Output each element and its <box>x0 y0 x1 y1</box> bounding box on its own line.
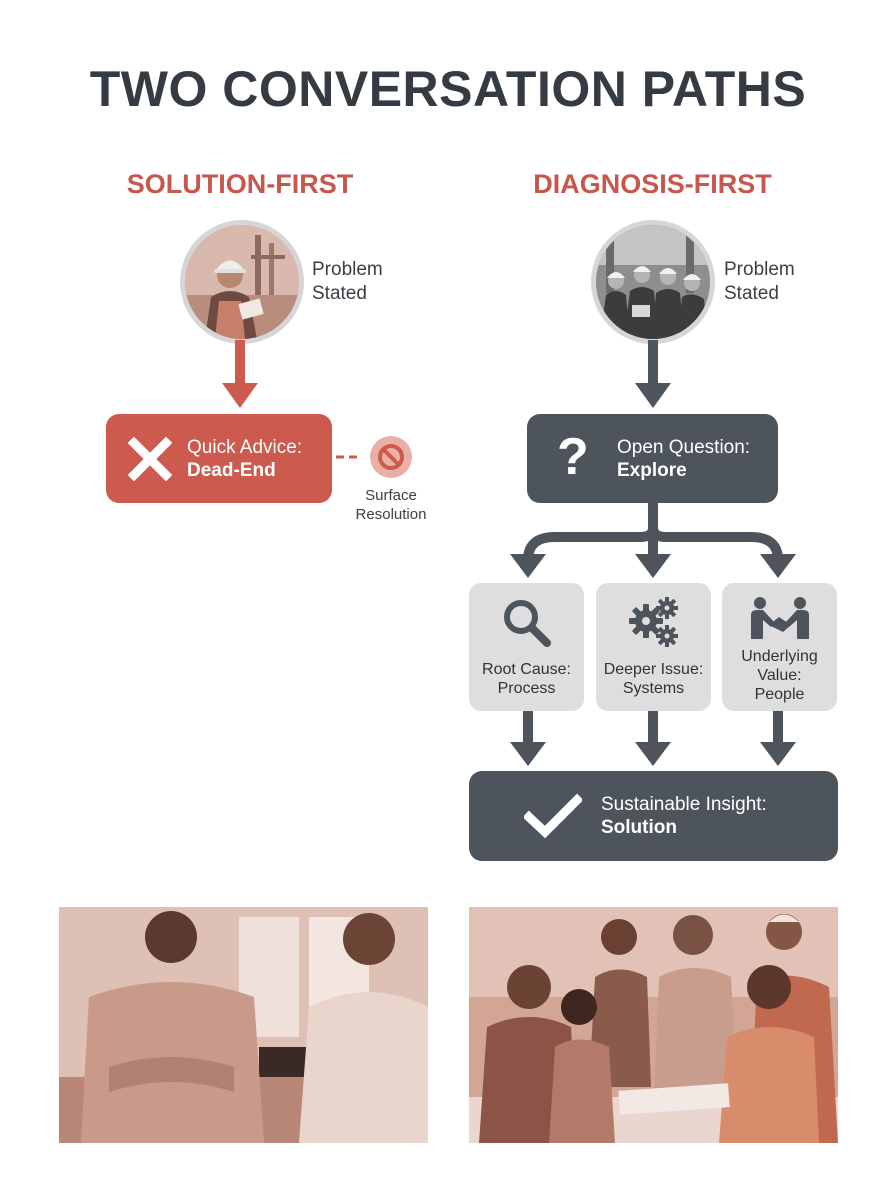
team-at-table-image <box>469 907 838 1143</box>
diagnosis-first-heading: DIAGNOSIS-FIRST <box>533 169 772 199</box>
quick-advice-line1: Quick Advice: <box>187 437 303 458</box>
problem-stated-label-left: Problem Stated <box>312 259 383 304</box>
underlying-value-label-2: Value: <box>757 667 802 684</box>
sustainable-insight-line2: Solution <box>601 817 677 838</box>
surface-resolution-label: Surface Resolution <box>355 487 427 523</box>
problem-stated-label-right: Problem Stated <box>724 259 795 304</box>
no-entry-icon <box>370 436 412 478</box>
root-cause-label-2: Process <box>497 680 556 697</box>
solution-first-heading: SOLUTION-FIRST <box>126 169 354 199</box>
gears-icon <box>629 597 678 647</box>
underlying-value-box: Underlying Value: People <box>722 583 837 711</box>
arrow-to-solution-right <box>760 742 796 766</box>
people-talking-image <box>59 907 428 1143</box>
open-question-line1: Open Question: <box>617 437 751 458</box>
page-title: TWO CONVERSATION PATHS <box>89 61 807 117</box>
team-collaboration-photo <box>469 907 838 1143</box>
quick-advice-line2: Dead-End <box>187 460 276 481</box>
deeper-issue-box: Deeper Issue: Systems <box>596 583 711 711</box>
arrow-to-solution-middle <box>635 742 671 766</box>
magnifier-icon <box>504 600 551 647</box>
deeper-issue-label-2: Systems <box>622 680 685 697</box>
open-question-box: ? Open Question: Explore <box>527 414 778 503</box>
arrow-to-solution-left <box>510 742 546 766</box>
branch-arrow-head-middle <box>635 554 671 578</box>
arrow-down-right <box>635 340 671 408</box>
root-cause-label-1: Root Cause: <box>482 661 571 678</box>
checkmark-icon <box>524 793 582 839</box>
x-mark-icon <box>128 437 172 481</box>
root-cause-box: Root Cause: Process <box>469 583 584 711</box>
underlying-value-label-1: Underlying <box>741 648 818 665</box>
quick-advice-box: Quick Advice: Dead-End <box>106 414 332 503</box>
problem-stated-photo-left <box>180 220 304 344</box>
sustainable-insight-line1: Sustainable Insight: <box>601 794 767 815</box>
open-question-line2: Explore <box>617 460 687 481</box>
branch-arrows <box>523 503 783 561</box>
underlying-value-label-3: People <box>754 686 805 703</box>
problem-stated-photo-right <box>591 220 715 344</box>
question-mark-icon: ? <box>557 428 589 486</box>
branch-arrow-head-left <box>510 554 546 578</box>
sustainable-insight-box: Sustainable Insight: Solution <box>469 771 838 861</box>
handshake-icon <box>751 597 809 639</box>
two-person-conversation-photo <box>59 907 428 1143</box>
arrow-down-left <box>222 340 258 408</box>
branch-arrow-head-right <box>760 554 796 578</box>
deeper-issue-label-1: Deeper Issue: <box>603 661 704 678</box>
